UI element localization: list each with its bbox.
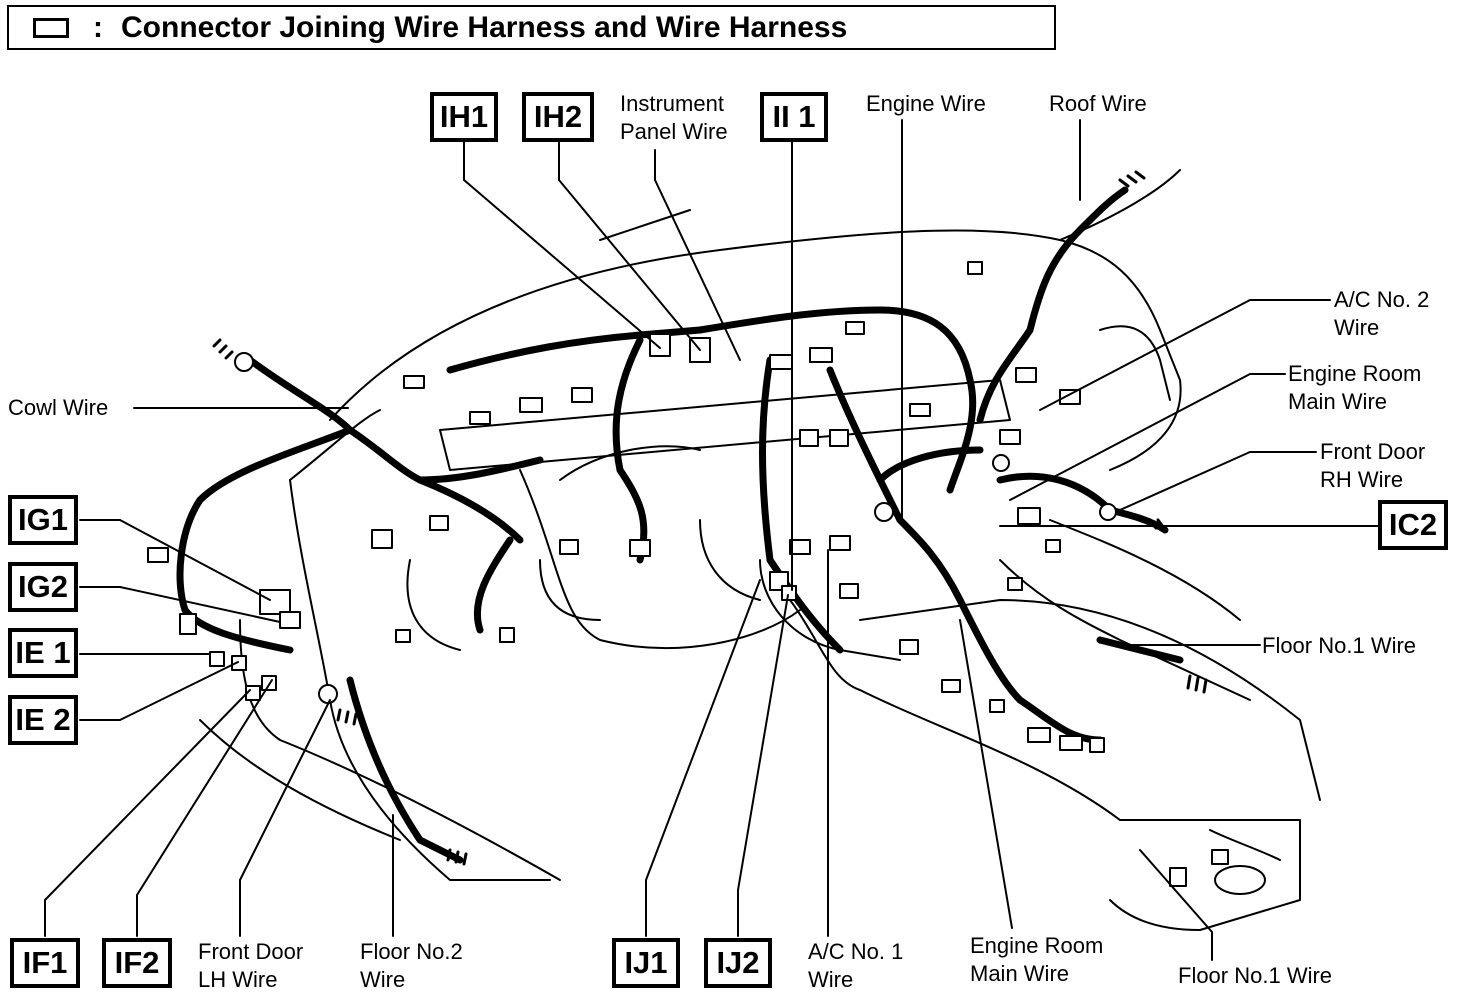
connector-IH1-label: IH1 bbox=[430, 92, 498, 142]
connector-IE1-label: IE 1 bbox=[8, 628, 78, 678]
leader-lines bbox=[44, 119, 1381, 961]
label-floor-no2-wire: Floor No.2 Wire bbox=[360, 939, 463, 992]
label-floor-no1-wire-bottom: Floor No.1 Wire bbox=[1178, 963, 1333, 988]
harness-bundles bbox=[176, 186, 1184, 864]
label-engine-room-main-wire-top: Engine Room Main Wire bbox=[1288, 361, 1422, 414]
connector-IG2-label: IG2 bbox=[8, 562, 78, 612]
label-floor-no1-wire-mid: Floor No.1 Wire bbox=[1262, 633, 1417, 658]
page-title: Connector Joining Wire Harness and Wire … bbox=[121, 10, 848, 44]
connector-IJ2-label: IJ2 bbox=[704, 938, 772, 988]
dashboard-outline bbox=[199, 169, 1321, 931]
connector-IE2-label: IE 2 bbox=[8, 695, 78, 745]
label-roof-wire: Roof Wire bbox=[1049, 91, 1147, 116]
label-ac-no1-wire: A/C No. 1 Wire bbox=[808, 939, 904, 992]
connector-IJ1-label: IJ1 bbox=[612, 938, 680, 988]
connector-IG1-label: IG1 bbox=[8, 495, 78, 545]
rectangle-box-icon bbox=[33, 17, 69, 38]
label-engine-room-main-wire-bottom: Engine Room Main Wire bbox=[970, 933, 1104, 986]
label-ac-no2-wire: A/C No. 2 Wire bbox=[1334, 287, 1430, 340]
label-cowl-wire: Cowl Wire bbox=[8, 395, 109, 420]
wire-end-hatching bbox=[212, 170, 1208, 866]
title-colon: : bbox=[93, 10, 103, 44]
label-front-door-rh-wire: Front Door RH Wire bbox=[1320, 439, 1426, 492]
label-front-door-lh-wire: Front Door LH Wire bbox=[198, 939, 304, 992]
small-connectors bbox=[147, 261, 1229, 887]
connector-II1-label: II 1 bbox=[760, 92, 828, 142]
label-engine-wire: Engine Wire bbox=[866, 91, 986, 116]
connector-IH2-label: IH2 bbox=[522, 92, 594, 142]
connector-IF2-label: IF2 bbox=[102, 938, 172, 988]
diagram-title-bar: : Connector Joining Wire Harness and Wir… bbox=[7, 5, 1056, 50]
connector-IC2-label: IC2 bbox=[1378, 500, 1448, 550]
label-instrument-panel-wire: Instrument Panel Wire bbox=[620, 91, 728, 144]
connector-IF1-label: IF1 bbox=[10, 938, 80, 988]
